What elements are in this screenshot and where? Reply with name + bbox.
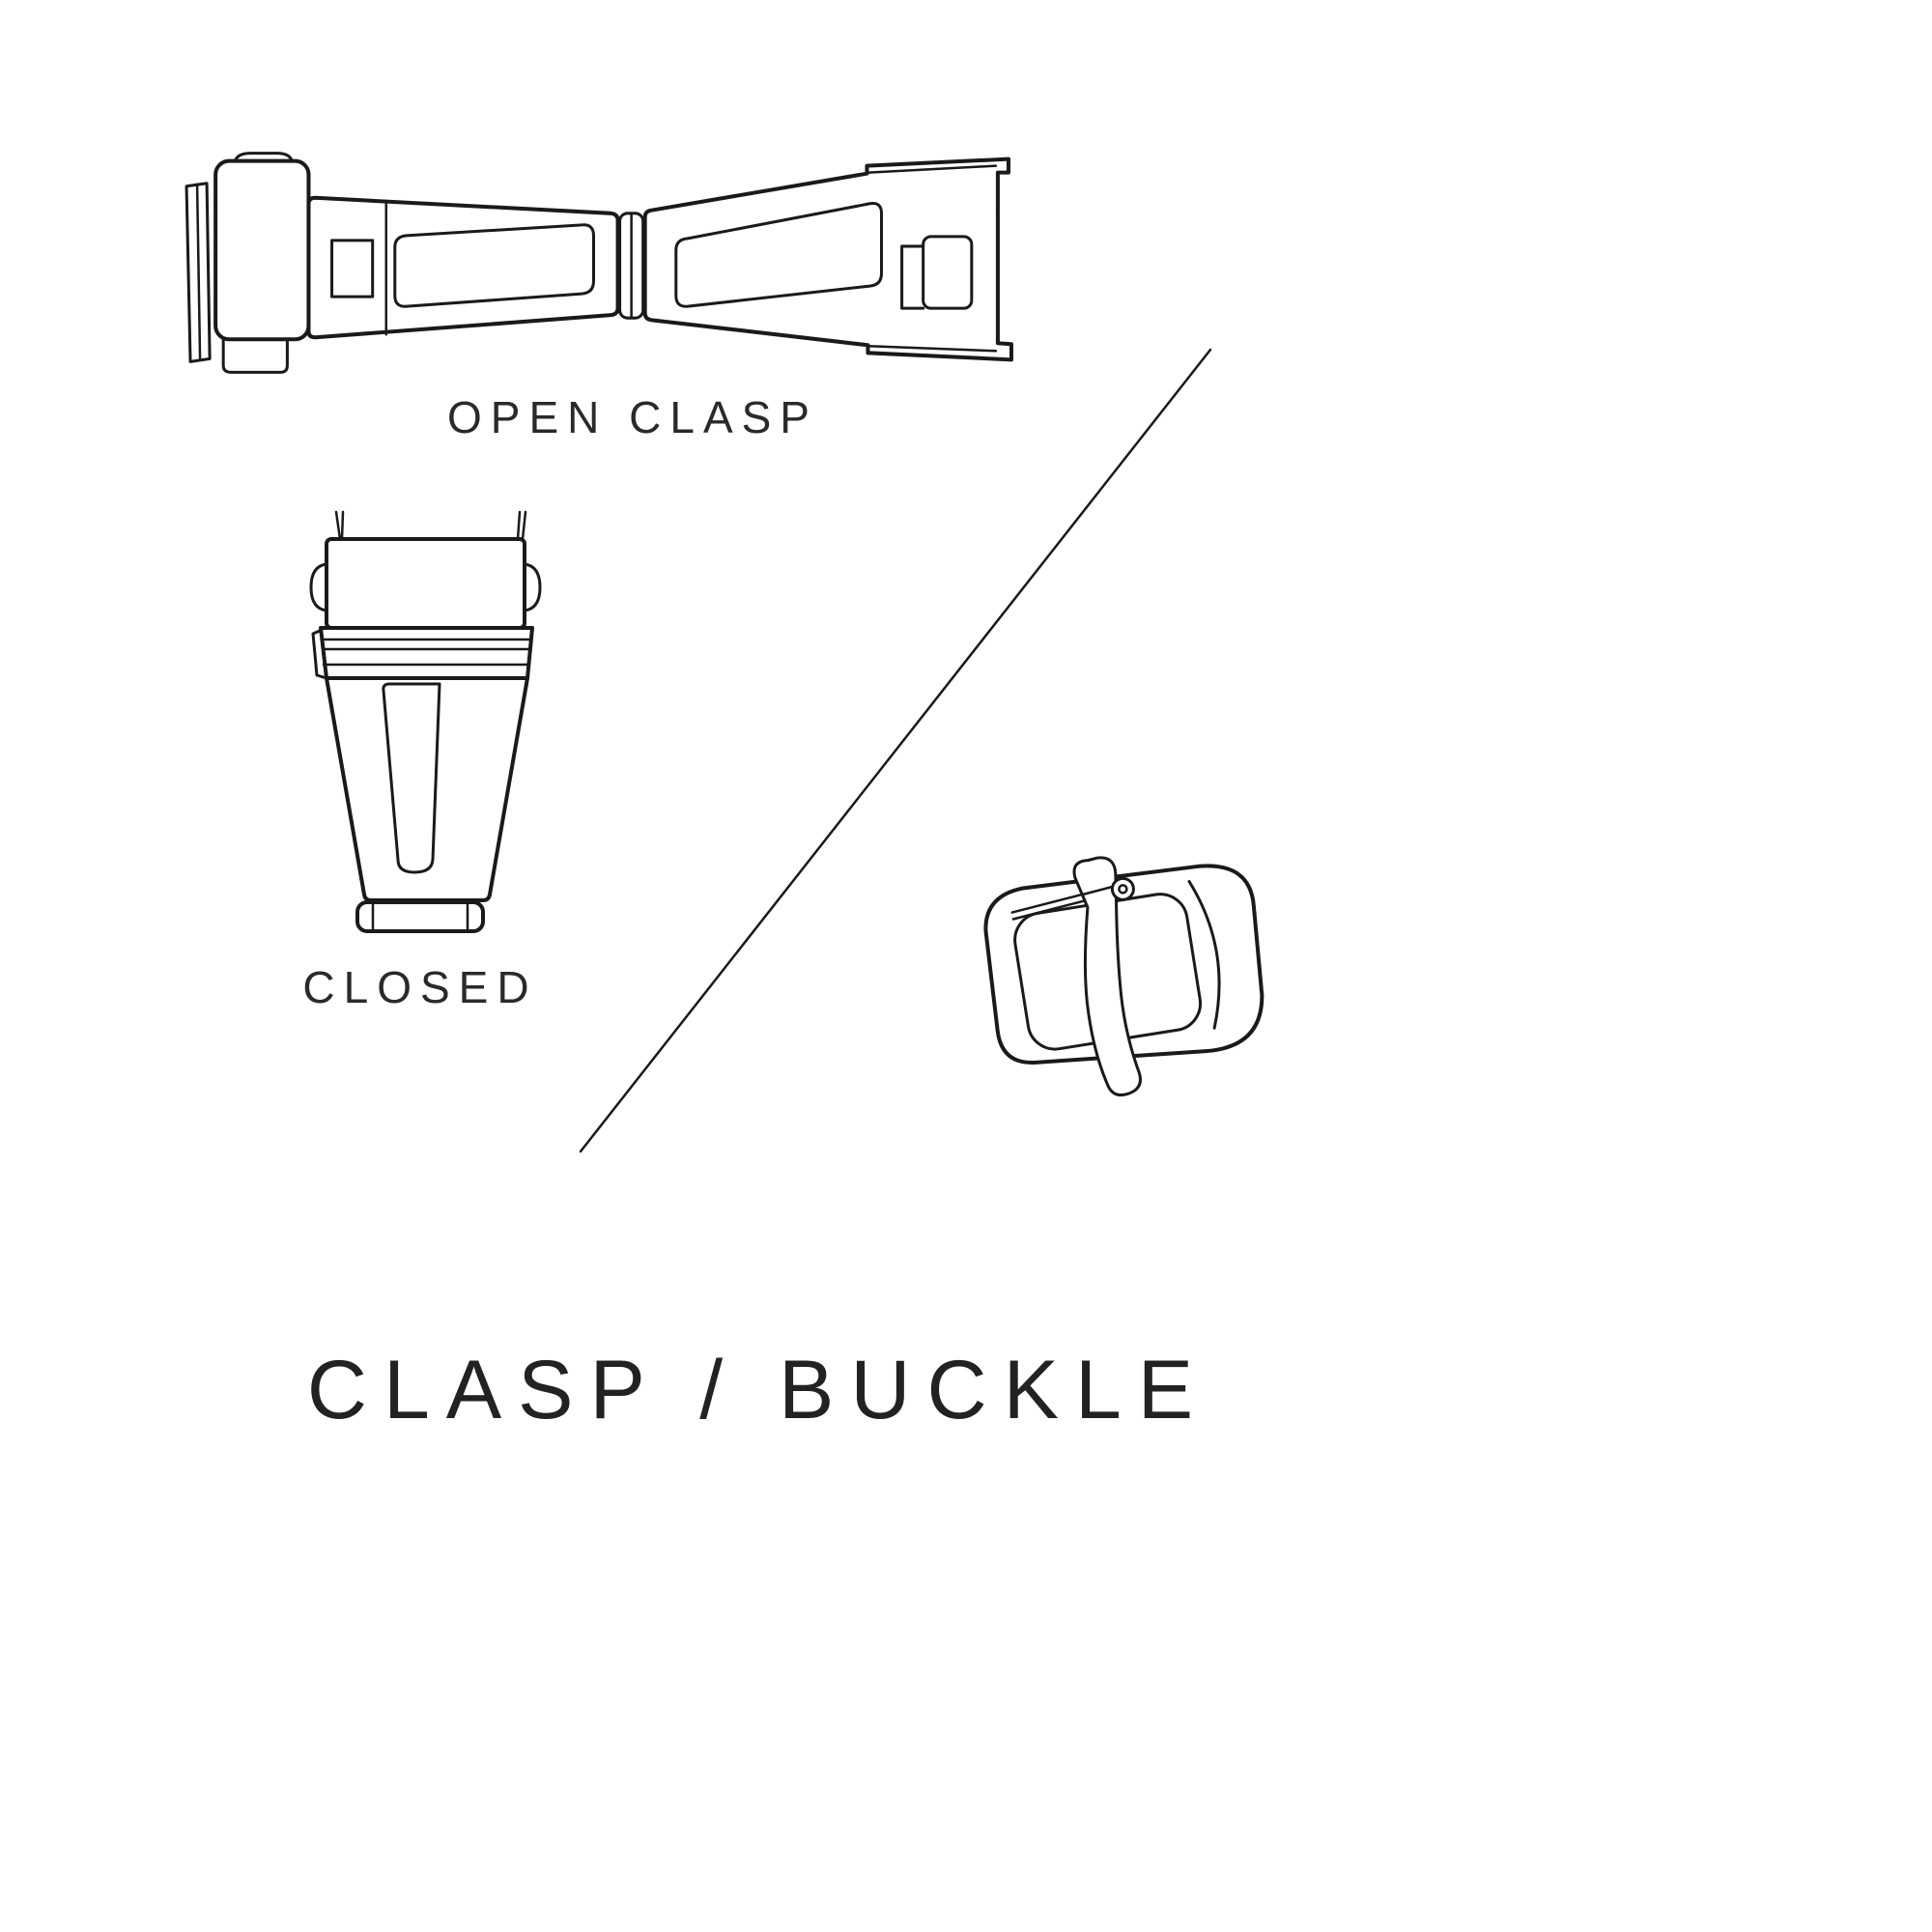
open-clasp-illustration (185, 152, 1013, 374)
open-clasp-figure (177, 152, 1015, 377)
closed-clasp-label: CLOSED (302, 962, 538, 1012)
buckle-illustration (983, 856, 1264, 1097)
closed-clasp-illustration (309, 510, 542, 933)
buckle-figure (961, 842, 1285, 1113)
closed-clasp-figure (298, 504, 558, 939)
page-title: CLASP / BUCKLE (306, 1344, 1210, 1436)
open-clasp-label: OPEN CLASP (447, 392, 818, 442)
